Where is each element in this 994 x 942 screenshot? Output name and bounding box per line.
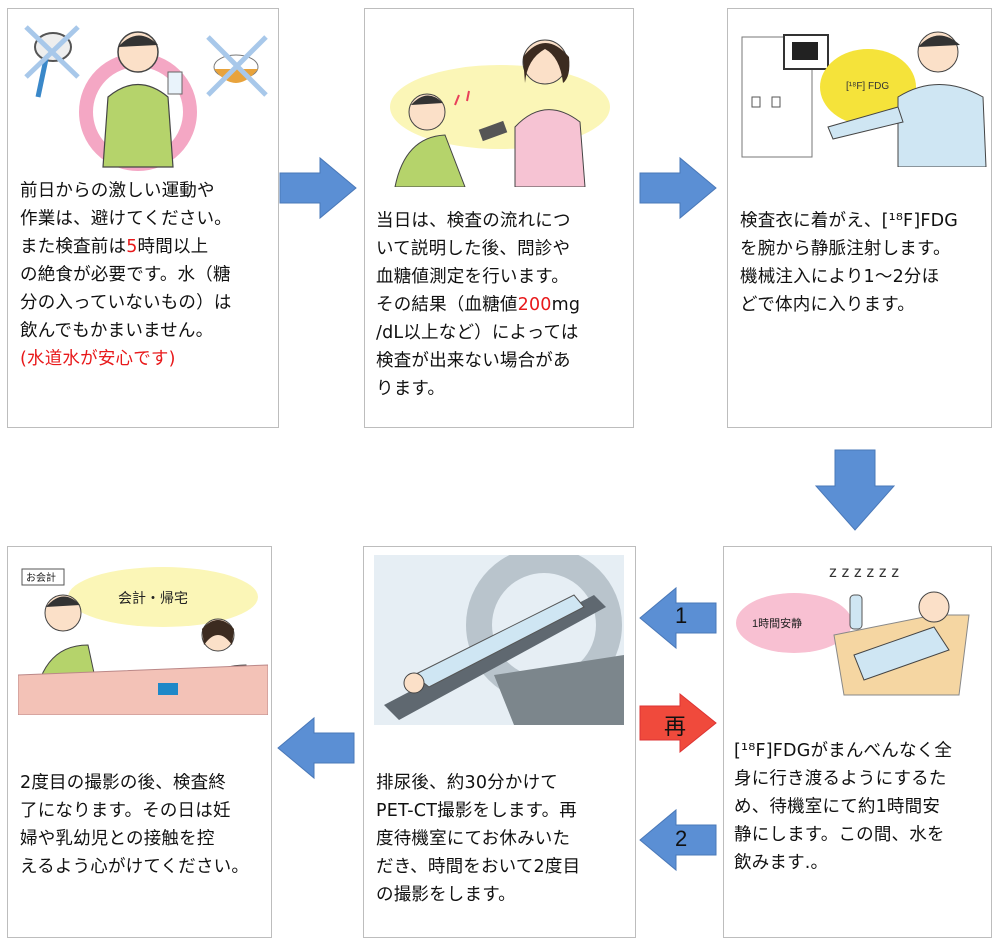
- card-icon: [158, 683, 178, 695]
- step4-card: z z z z z z 1時間安静 [¹⁸F]FDGがまんべんなく全 身に行き渡…: [723, 546, 992, 938]
- arrow-step4-to-step5-first: [639, 586, 717, 650]
- step6-illustration: 会計・帰宅 お会計: [18, 567, 268, 715]
- arrow-step1-to-step2: [279, 156, 357, 220]
- checkout-label: 会計・帰宅: [118, 590, 188, 606]
- step1-illustration: [24, 25, 268, 171]
- patient-icon: [853, 591, 950, 681]
- cashier-sign-text: お会計: [26, 571, 56, 584]
- zzz-label: z z z z z z: [829, 564, 899, 581]
- arrow-step4-to-step5-second: [639, 808, 717, 872]
- person-icon: [102, 31, 183, 168]
- step2-text: 当日は、検査の流れにつ いて説明した後、問診や 血糖値測定を行います。 その結果…: [376, 211, 581, 399]
- nurse-icon: [514, 39, 586, 187]
- arrow-label-2: 2: [675, 826, 688, 851]
- water-bottle-icon: [849, 594, 863, 630]
- step6-card: 会計・帰宅 お会計 2度目の撮影の後、検査終 了になります。その日は妊 婦や乳幼…: [7, 546, 272, 938]
- patient-icon: [394, 93, 466, 187]
- arrow-return-to-waiting-room: [639, 692, 717, 754]
- step3-card: [¹⁸F] FDG 検査衣に着がえ、[¹⁸F]FDG を腕から静脈注射します。 …: [727, 8, 992, 428]
- step5-illustration: [374, 555, 624, 725]
- fdg-label: [¹⁸F] FDG: [846, 81, 889, 92]
- step5-card: 排尿後、約30分かけて PET-CT撮影をします。再 度待機室にてお休みいた だ…: [363, 546, 636, 938]
- arrow-step2-to-step3: [639, 156, 717, 220]
- glucose-meter-icon: [478, 120, 508, 142]
- step2-illustration: [390, 39, 610, 187]
- arrow-step5-to-step6: [277, 716, 355, 780]
- cashier-sign: [21, 568, 65, 586]
- arrow-label-re: 再: [664, 715, 687, 740]
- step4-illustration: z z z z z z 1時間安静: [736, 564, 970, 696]
- injector-machine-icon: [741, 34, 829, 158]
- patient-icon: [403, 594, 585, 694]
- step6-text: 2度目の撮影の後、検査終 了になります。その日は妊 婦や乳幼児との接触を控 える…: [20, 773, 250, 877]
- step1-card: 前日からの激しい運動や 作業は、避けてください。 また検査前は5時間以上 の絶食…: [7, 8, 279, 428]
- step3-text: 検査衣に着がえ、[¹⁸F]FDG を腕から静脈注射します。 機械注入により1〜2…: [740, 211, 959, 315]
- arrow-label-1: 1: [675, 603, 688, 628]
- rest-label: 1時間安静: [752, 616, 802, 630]
- step3-illustration: [¹⁸F] FDG: [741, 31, 987, 167]
- step2-card: 当日は、検査の流れにつ いて説明した後、問診や 血糖値測定を行います。 その結果…: [364, 8, 634, 428]
- step1-text: 前日からの激しい運動や 作業は、避けてください。 また検査前は5時間以上 の絶食…: [20, 177, 232, 373]
- step4-text: [¹⁸F]FDGがまんべんなく全 身に行き渡るようにするた め、待機室にて約1時…: [734, 741, 953, 873]
- step5-text: 排尿後、約30分かけて PET-CT撮影をします。再 度待機室にてお休みいた だ…: [376, 773, 581, 905]
- arrow-step3-to-step4: [814, 449, 896, 531]
- step1-note: (水道水が安心です): [20, 349, 176, 369]
- patient-icon: [827, 31, 987, 167]
